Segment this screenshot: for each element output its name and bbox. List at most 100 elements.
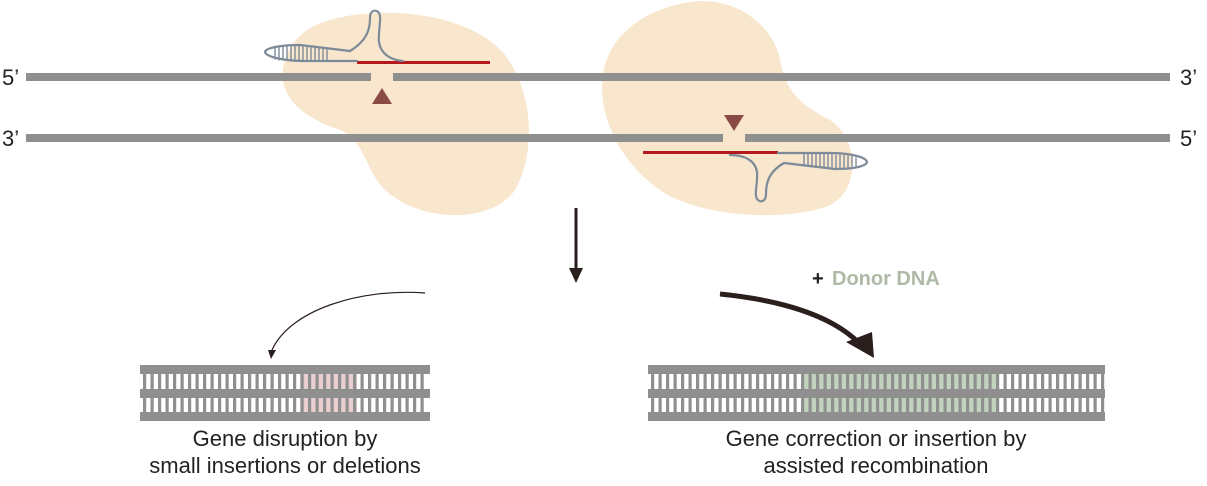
base-pair-rung — [756, 398, 760, 412]
base-pair-rung — [808, 398, 812, 412]
base-pair-rung — [210, 374, 214, 389]
base-pair-rung — [173, 374, 177, 389]
base-pair-rung — [143, 398, 147, 412]
indel-dna — [140, 365, 430, 421]
base-pair-rung — [1041, 374, 1045, 389]
base-pair-rung — [225, 398, 229, 412]
base-pair-rung — [996, 398, 1000, 412]
recomb-dna-top-backbone — [648, 365, 1105, 374]
base-pair-rung — [898, 398, 902, 412]
base-pair-rung — [285, 374, 289, 389]
base-pair-rung — [681, 398, 685, 412]
base-pair-rung — [861, 374, 865, 389]
base-pair-rung — [300, 398, 304, 412]
base-pair-rung — [390, 398, 394, 412]
base-pair-rung — [203, 374, 207, 389]
base-pair-rung — [225, 374, 229, 389]
base-pair-rung — [696, 398, 700, 412]
donor-plus: + — [812, 268, 824, 290]
base-pair-rung — [263, 374, 267, 389]
base-pair-rung — [165, 398, 169, 412]
base-pair-rung — [323, 398, 327, 412]
base-pair-rung — [711, 374, 715, 389]
base-pair-rung — [338, 374, 342, 389]
base-pair-rung — [928, 374, 932, 389]
base-pair-rung — [375, 374, 379, 389]
base-pair-rung — [966, 374, 970, 389]
base-pair-rung — [786, 374, 790, 389]
cut-marker-top — [372, 88, 392, 104]
base-pair-rung — [263, 398, 267, 412]
donor-dna-label: Donor DNA — [832, 268, 940, 290]
base-pair-rung — [846, 398, 850, 412]
base-pair-rung — [405, 374, 409, 389]
base-pair-rung — [1063, 374, 1067, 389]
base-pair-rung — [270, 374, 274, 389]
base-pair-rung — [255, 374, 259, 389]
base-pair-rung — [718, 398, 722, 412]
base-pair-rung — [681, 374, 685, 389]
base-pair-rung — [816, 398, 820, 412]
base-pair-rung — [360, 398, 364, 412]
base-pair-rung — [1093, 374, 1097, 389]
recomb-dna-middle-backbone — [648, 389, 1105, 398]
base-pair-rung — [368, 374, 372, 389]
base-pair-rung — [1018, 374, 1022, 389]
target-line-bottom — [643, 151, 778, 154]
base-pair-rung — [255, 398, 259, 412]
base-pair-rung — [936, 374, 940, 389]
guide-rna-top — [263, 9, 405, 63]
top-strand-left — [26, 73, 371, 81]
base-pair-rung — [293, 398, 297, 412]
base-pair-rung — [195, 398, 199, 412]
base-pair-rung — [323, 374, 327, 389]
base-pair-rung — [711, 398, 715, 412]
base-pair-rung — [966, 398, 970, 412]
base-pair-rung — [958, 398, 962, 412]
base-pair-rung — [831, 374, 835, 389]
base-pair-rung — [240, 374, 244, 389]
base-pair-rung — [330, 398, 334, 412]
base-pair-rung — [398, 398, 402, 412]
base-pair-rung — [368, 398, 372, 412]
base-pair-rung — [240, 398, 244, 412]
base-pair-rung — [188, 398, 192, 412]
base-pair-rung — [733, 398, 737, 412]
base-pair-rung — [398, 374, 402, 389]
base-pair-rung — [816, 374, 820, 389]
base-pair-rung — [703, 374, 707, 389]
base-pair-rung — [943, 374, 947, 389]
base-pair-rung — [413, 398, 417, 412]
base-pair-rung — [405, 398, 409, 412]
base-pair-rung — [786, 398, 790, 412]
base-pair-rung — [688, 374, 692, 389]
base-pair-rung — [913, 374, 917, 389]
base-pair-rung — [165, 374, 169, 389]
base-pair-rung — [173, 398, 177, 412]
base-pair-rung — [801, 374, 805, 389]
base-pair-rung — [1003, 374, 1007, 389]
base-pair-rung — [748, 398, 752, 412]
base-pair-rung — [801, 398, 805, 412]
base-pair-rung — [248, 374, 252, 389]
base-pair-rung — [741, 374, 745, 389]
base-pair-rung — [1093, 398, 1097, 412]
base-pair-rung — [158, 398, 162, 412]
base-pair-rung — [1086, 398, 1090, 412]
base-pair-rung — [195, 374, 199, 389]
base-pair-rung — [330, 374, 334, 389]
base-pair-rung — [1071, 398, 1075, 412]
base-pair-rung — [793, 374, 797, 389]
base-pair-rung — [188, 374, 192, 389]
base-pair-rung — [278, 374, 282, 389]
base-pair-rung — [1101, 398, 1105, 412]
base-pair-rung — [1026, 398, 1030, 412]
base-pair-rung — [951, 374, 955, 389]
base-pair-rung — [763, 374, 767, 389]
caption-left-line1: Gene disruption by — [193, 426, 378, 451]
cut-marker-bottom — [724, 115, 744, 131]
base-pair-rung — [338, 398, 342, 412]
base-pair-rung — [726, 374, 730, 389]
base-pair-rung — [420, 398, 424, 412]
base-pair-rung — [1048, 398, 1052, 412]
